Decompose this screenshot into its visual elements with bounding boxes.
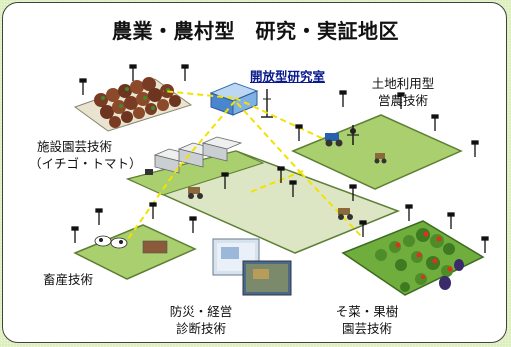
area-label-disaster: 防災・経営 診断技術	[151, 303, 251, 337]
area-label-line: 土地利用型	[371, 76, 435, 91]
tractors	[188, 133, 387, 220]
area-label-line: そ菜・果樹	[335, 304, 399, 319]
area-label-greenhouse: 施設園芸技術 （イチゴ・トマト）	[29, 138, 142, 172]
orchard-field	[73, 77, 193, 132]
sensor-poles	[71, 64, 489, 253]
land-use-field	[291, 114, 463, 190]
livestock	[94, 235, 168, 254]
area-label-line: 営農技術	[377, 93, 428, 108]
monitoring-screens	[212, 238, 292, 296]
open-laboratory-label[interactable]: 開放型研究室	[250, 69, 326, 84]
area-label-line: 施設園芸技術	[37, 139, 113, 154]
network-links	[122, 90, 364, 247]
field-worker	[347, 125, 359, 145]
area-label-line: 防災・経営	[169, 304, 233, 319]
orchard-trees	[94, 77, 181, 128]
diagram-frame: 農業・農村型 研究・実証地区	[2, 2, 507, 343]
area-label-land-use: 土地利用型 営農技術	[357, 75, 449, 109]
greenhouses	[145, 136, 243, 175]
area-label-line: 診断技術	[175, 321, 226, 336]
area-label-line: 畜産技術	[43, 272, 94, 287]
livestock-field	[73, 224, 197, 280]
diagram-title: 農業・農村型 研究・実証地区	[112, 19, 399, 43]
area-label-livestock: 畜産技術	[43, 271, 93, 288]
area-label-line: （イチゴ・トマト）	[29, 156, 142, 171]
area-map-illustration	[71, 64, 489, 296]
area-label-vegetable-fruit: そ菜・果樹 園芸技術	[321, 303, 413, 337]
area-label-line: 園芸技術	[341, 321, 392, 336]
vegetable-crops	[375, 228, 464, 292]
